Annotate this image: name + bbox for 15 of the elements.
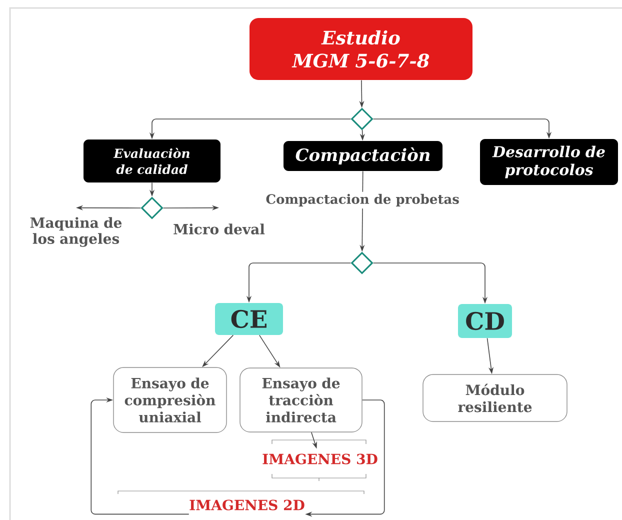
group-box: CE (215, 303, 283, 335)
arrow (90, 397, 190, 515)
category-box: Compactaciòn (284, 141, 442, 171)
edge-label: Compactacion de probetas (264, 192, 462, 208)
images-text: IMAGENES 3D (262, 454, 378, 464)
group-box: CD (458, 304, 512, 338)
test-box: Ensayo de compresiòn uniaxial (113, 367, 227, 433)
title-box: Estudio MGM 5-6-7-8 (250, 18, 472, 80)
test-box: Ensayo de tracciòn indirecta (240, 368, 362, 432)
images-text: IMAGENES 2D (190, 500, 304, 510)
item-text: Micro deval (174, 224, 265, 234)
category-box: Desarrollo de protocolos (480, 139, 618, 185)
item-text: Maquina de los angeles (30, 217, 122, 247)
test-box: Módulo resiliente (422, 374, 568, 422)
category-box: Evaluaciòn de calidad (84, 140, 220, 182)
